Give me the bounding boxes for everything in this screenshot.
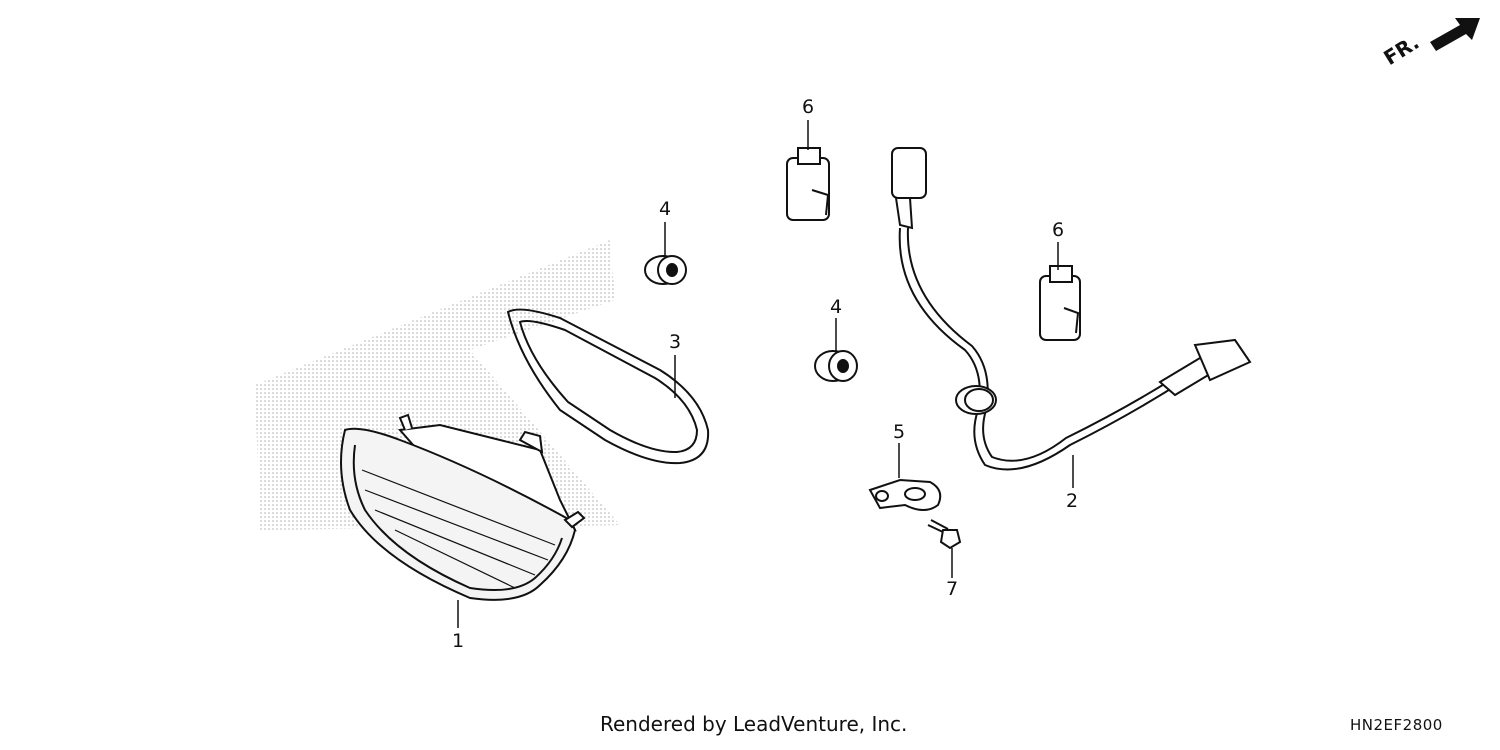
rubber-grommet-icon <box>644 255 687 285</box>
callout-5: 5 <box>893 421 906 443</box>
taillight-assembly-icon <box>340 413 586 601</box>
cable-clamp-icon <box>868 478 942 511</box>
bulb-socket-icon <box>1039 265 1081 341</box>
rubber-grommet-icon <box>814 350 858 382</box>
leader-lines <box>457 120 1074 628</box>
lens-gasket-icon <box>506 308 710 465</box>
render-credit: Rendered by LeadVenture, Inc. <box>600 712 908 736</box>
callout-2: 2 <box>1066 490 1079 512</box>
callout-4: 4 <box>830 296 843 318</box>
callout-7: 7 <box>946 578 959 600</box>
callout-4: 4 <box>659 198 672 220</box>
bulb-socket-icon <box>786 147 830 221</box>
callout-3: 3 <box>669 331 682 353</box>
callout-6: 6 <box>1052 219 1065 241</box>
callout-1: 1 <box>452 630 465 652</box>
callout-6: 6 <box>802 96 815 118</box>
bolt-icon <box>927 519 962 550</box>
front-direction-arrow-icon <box>1430 18 1480 51</box>
diagram-code: HN2EF2800 <box>1350 716 1443 734</box>
wire-harness-icon <box>891 147 1252 471</box>
